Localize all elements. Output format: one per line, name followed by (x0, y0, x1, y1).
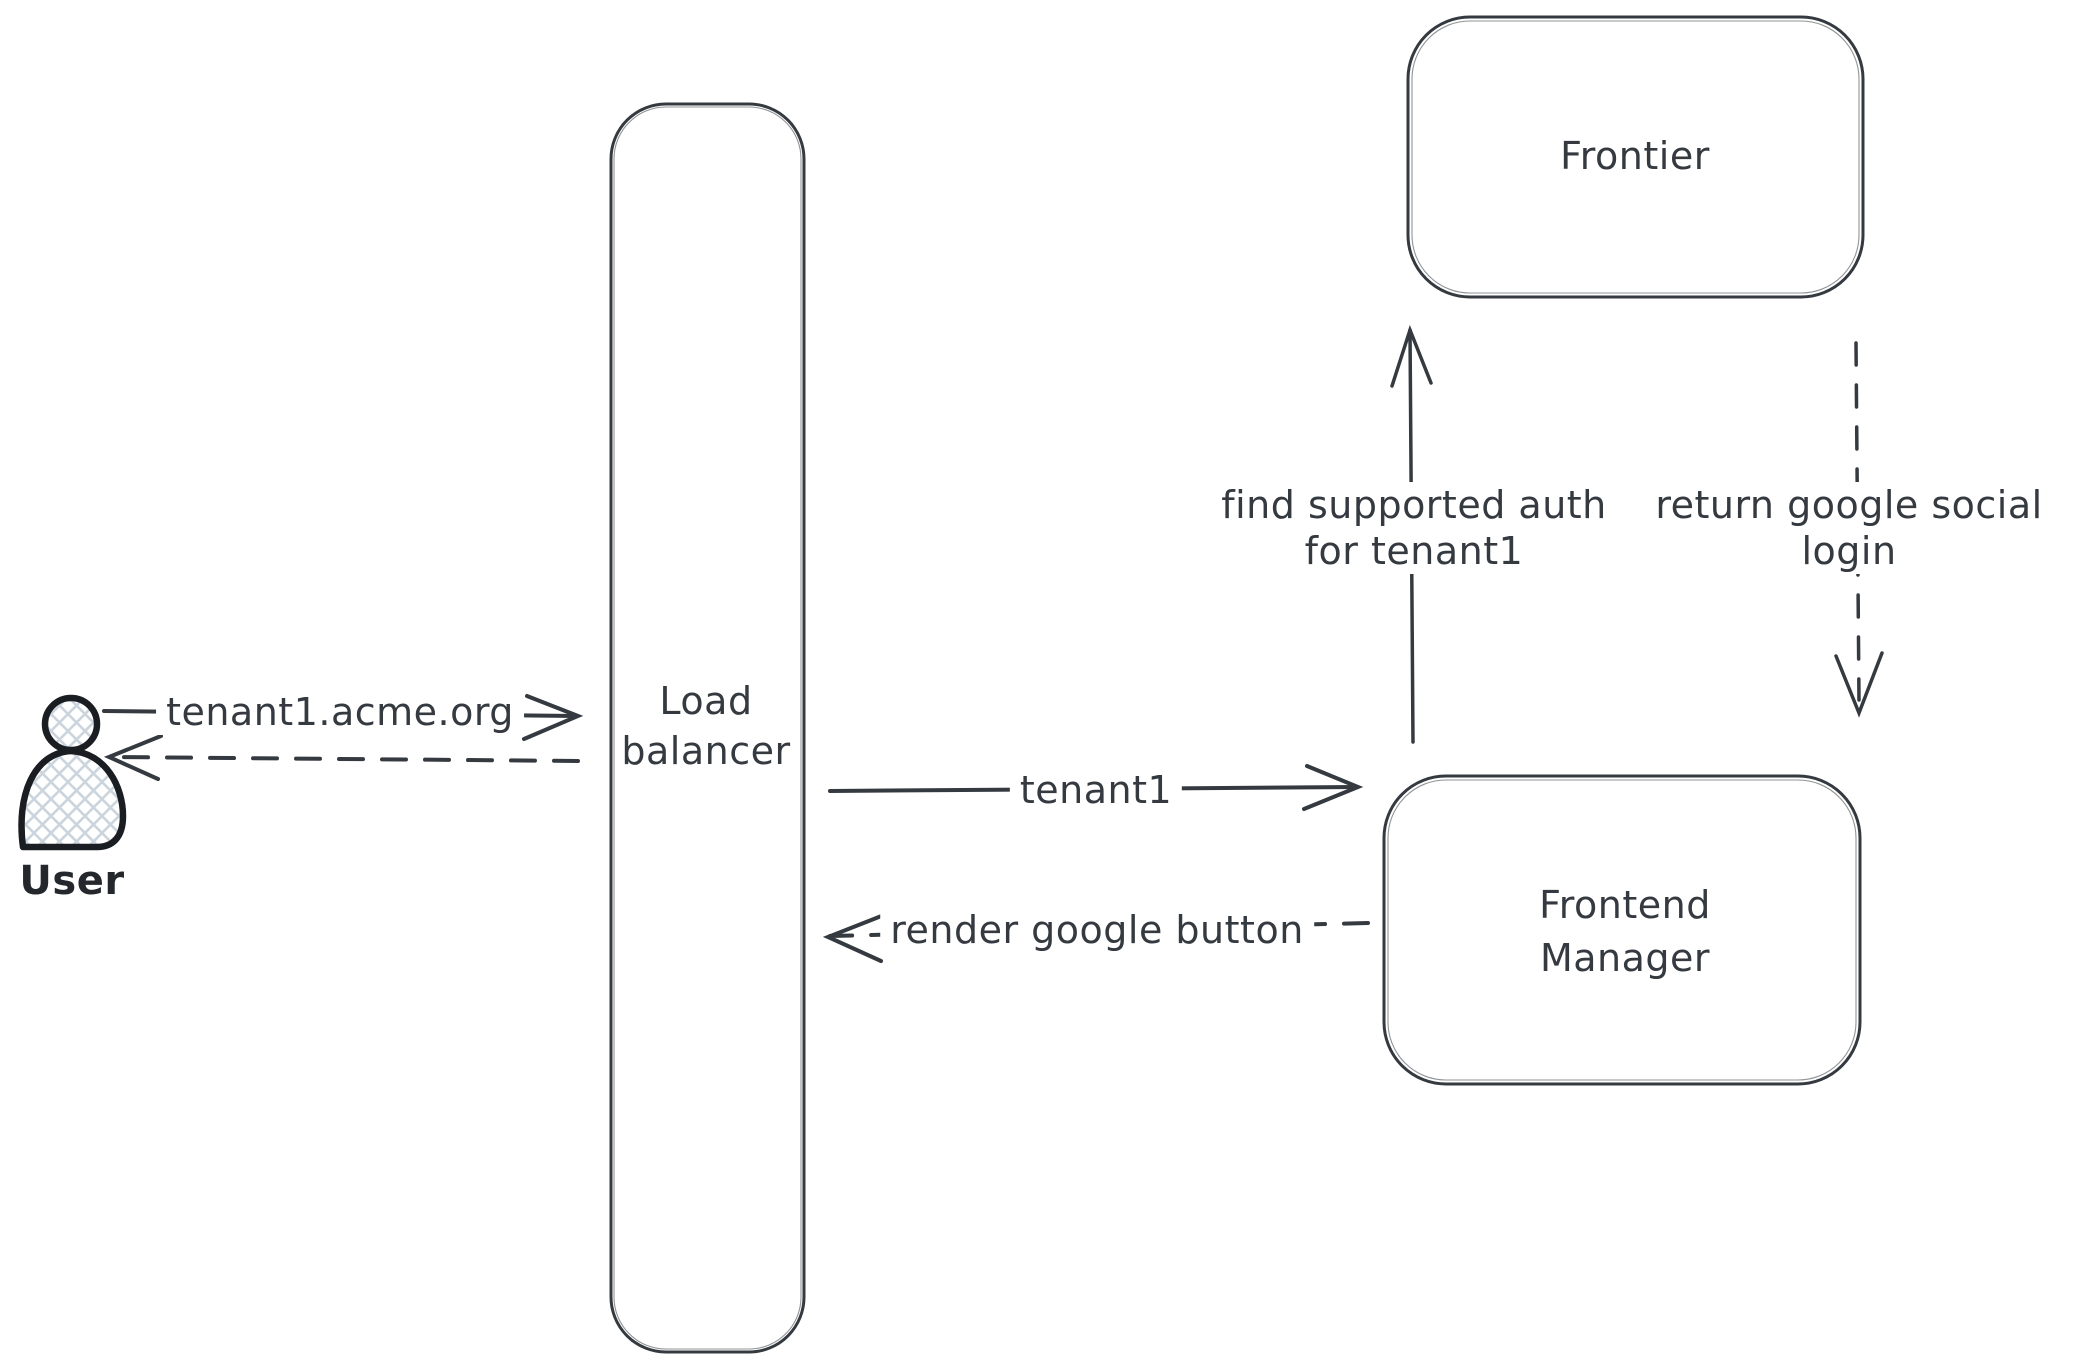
arrow-lb-response-to-user (103, 734, 580, 781)
frontend-manager-label-line1: Frontend (1539, 883, 1711, 927)
arrowhead-down (1834, 651, 1884, 718)
frontier-box (1406, 15, 1865, 299)
label-render-google-button: render google button (880, 907, 1314, 953)
load-balancer-label-line1: Load (659, 679, 753, 723)
arrowhead-right (1302, 764, 1364, 811)
frontier-label: Frontier (1560, 134, 1710, 178)
arrowhead-left (103, 734, 163, 781)
label-find-supported-auth-line1: find supported auth (1221, 483, 1607, 527)
arrowhead-right (522, 694, 584, 741)
label-find-supported-auth-line2: for tenant1 (1304, 529, 1524, 573)
arrowhead-left (822, 913, 886, 963)
frontend-manager-box (1382, 774, 1862, 1086)
load-balancer-box (609, 102, 806, 1354)
user-label: User (19, 858, 125, 904)
label-return-google-social-login: return google social login (1645, 482, 2053, 574)
user-body (18, 747, 127, 851)
user-head (41, 694, 101, 754)
load-balancer-label: Load balancer (621, 676, 790, 776)
label-tenant1: tenant1 (1009, 767, 1183, 813)
frontend-manager-label: Frontend Manager (1539, 879, 1711, 985)
label-find-supported-auth: find supported auth for tenant1 (1211, 482, 1617, 574)
frontend-manager-label-line2: Manager (1539, 936, 1711, 980)
arrowhead-up (1390, 324, 1433, 388)
user-icon (18, 694, 127, 851)
load-balancer-label-line2: balancer (621, 729, 791, 773)
label-return-google-social-login-line2: login (1801, 529, 1897, 573)
label-tenant1-acme-org: tenant1.acme.org (156, 689, 524, 735)
label-return-google-social-login-line1: return google social (1655, 483, 2043, 527)
